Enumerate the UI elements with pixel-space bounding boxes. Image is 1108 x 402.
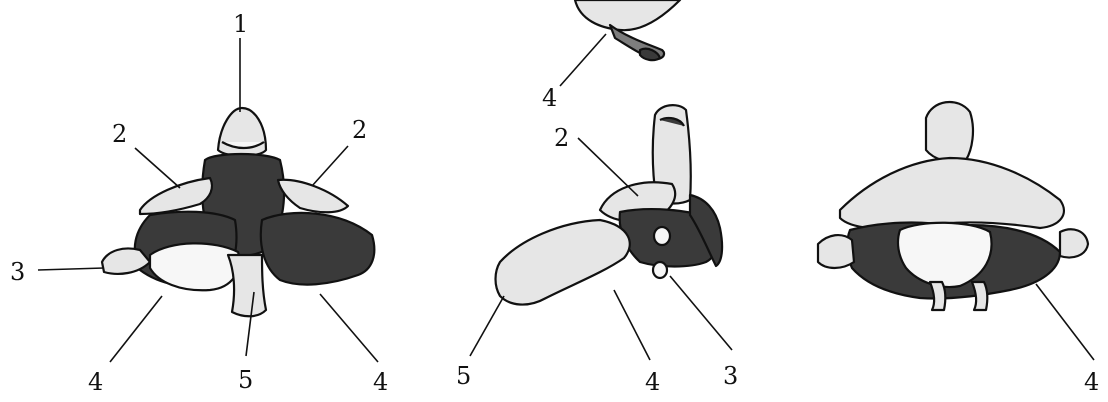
label-3: 3: [10, 258, 25, 286]
label-5: 5: [456, 362, 471, 390]
spinous-process: [496, 220, 630, 305]
label-2: 2: [112, 120, 127, 148]
label-2: 2: [352, 116, 367, 144]
label-4: 4: [373, 368, 388, 396]
dens: [926, 102, 973, 162]
middle-vertebra: [496, 105, 723, 304]
label-4: 4: [542, 84, 557, 112]
label-4: 4: [1084, 368, 1099, 396]
label-2: 2: [554, 124, 569, 152]
label-4: 4: [88, 368, 103, 396]
label-4: 4: [645, 368, 660, 396]
label-3: 3: [723, 362, 738, 390]
left-vertebra: [102, 108, 374, 316]
label-5: 5: [238, 366, 253, 394]
label-1: 1: [233, 10, 248, 38]
right-vertebra: [818, 102, 1088, 310]
